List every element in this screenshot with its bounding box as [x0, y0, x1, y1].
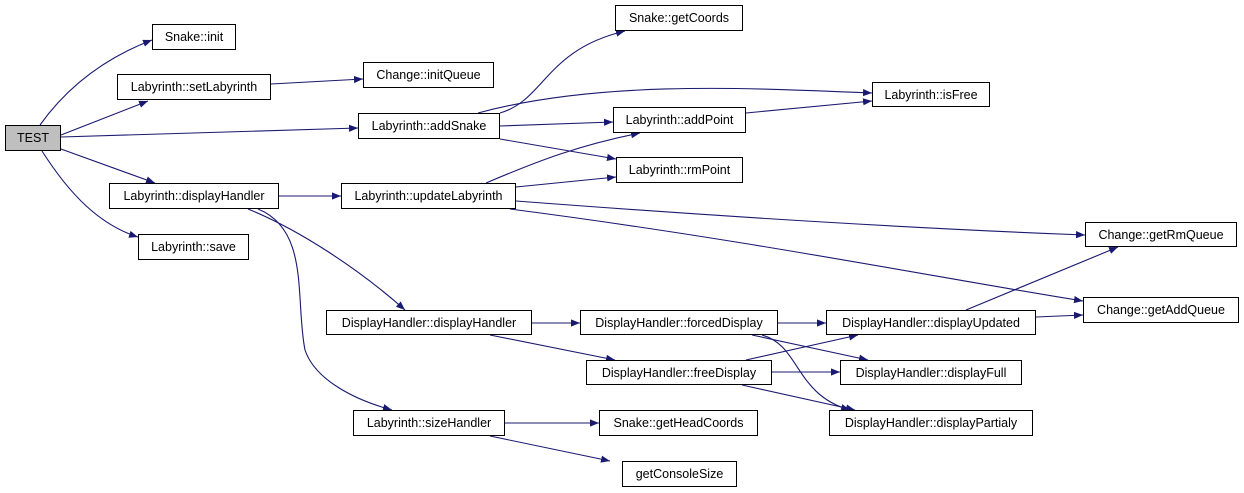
node-lab-sizeHandler[interactable]: Labyrinth::sizeHandler — [353, 410, 505, 436]
node-label: Labyrinth::addPoint — [625, 113, 734, 127]
edge-dh-forcedDisplay-to-dh-displayFull — [751, 334, 869, 362]
edge-lab-setLabyrinth-to-change-initQueue — [270, 75, 364, 85]
node-label: Change::initQueue — [376, 68, 481, 82]
node-dh-displayPartialy[interactable]: DisplayHandler::displayPartialy — [829, 410, 1033, 436]
edge-lab-addSnake-to-snake-getCoords — [499, 29, 626, 114]
edge-dh-forcedDisplay-to-dh-displayPartialy — [761, 334, 851, 412]
node-lab-displayHandler[interactable]: Labyrinth::displayHandler — [109, 183, 279, 209]
node-change-initQueue[interactable]: Change::initQueue — [363, 62, 494, 88]
node-label: Snake::getCoords — [628, 11, 730, 25]
node-label: DisplayHandler::forcedDisplay — [595, 315, 763, 330]
edge-dh-displayUpdated-to-change-getRmQueue — [965, 246, 1119, 311]
node-lab-updateLabyrinth[interactable]: Labyrinth::updateLabyrinth — [341, 183, 516, 209]
edge-test-to-lab-displayHandler — [60, 148, 156, 184]
node-lab-addSnake[interactable]: Labyrinth::addSnake — [358, 113, 500, 139]
edge-test-to-lab-addSnake — [60, 124, 359, 138]
node-label: Labyrinth::save — [151, 240, 236, 254]
node-dh-displayUpdated[interactable]: DisplayHandler::displayUpdated — [826, 310, 1036, 335]
node-label: Labyrinth::setLabyrinth — [130, 80, 258, 94]
node-label: Change::getAddQueue — [1097, 303, 1225, 317]
edge-dh-freeDisplay-to-dh-displayPartialy — [741, 384, 856, 412]
edge-lab-updateLabyrinth-to-change-getAddQueue — [509, 208, 1084, 304]
node-label: Labyrinth::rmPoint — [628, 163, 731, 177]
node-lab-setLabyrinth[interactable]: Labyrinth::setLabyrinth — [117, 74, 271, 100]
node-label: DisplayHandler::freeDisplay — [601, 365, 757, 380]
node-label: getConsoleSize — [635, 467, 724, 481]
node-lab-save[interactable]: Labyrinth::save — [138, 234, 249, 260]
node-label: Labyrinth::isFree — [884, 87, 978, 102]
edge-lab-addSnake-to-lab-rmPoint — [499, 138, 617, 162]
node-lab-isFree[interactable]: Labyrinth::isFree — [872, 82, 990, 107]
edge-lab-updateLabyrinth-to-lab-addPoint — [485, 131, 641, 184]
node-label: DisplayHandler::displayFull — [855, 365, 1007, 380]
edge-lab-addPoint-to-lab-isFree — [745, 98, 873, 114]
node-change-getAddQueue[interactable]: Change::getAddQueue — [1083, 297, 1239, 323]
node-label: DisplayHandler::displayPartialy — [844, 416, 1018, 430]
edge-test-to-snake-init — [39, 39, 153, 126]
node-label: Change::getRmQueue — [1098, 227, 1224, 242]
node-label: Snake::init — [164, 30, 224, 44]
node-label: DisplayHandler::displayUpdated — [842, 315, 1020, 330]
node-dh-displayFull[interactable]: DisplayHandler::displayFull — [840, 360, 1022, 385]
node-snake-getCoords[interactable]: Snake::getCoords — [615, 5, 743, 31]
node-snake-init[interactable]: Snake::init — [152, 24, 236, 50]
edge-test-to-lab-setLabyrinth — [60, 100, 149, 136]
node-change-getRmQueue[interactable]: Change::getRmQueue — [1085, 222, 1237, 247]
edge-lab-sizeHandler-to-getConsoleSize — [489, 435, 611, 463]
edge-lab-addSnake-to-lab-isFree — [477, 87, 873, 114]
node-dh-freeDisplay[interactable]: DisplayHandler::freeDisplay — [586, 360, 772, 385]
edge-dh-freeDisplay-to-dh-displayUpdated — [745, 333, 859, 361]
edge-lab-displayHandler-to-lab-sizeHandler — [257, 208, 393, 412]
node-getConsoleSize[interactable]: getConsoleSize — [622, 461, 737, 487]
edge-dh-displayUpdated-to-change-getAddQueue — [1035, 311, 1084, 319]
node-label: Labyrinth::displayHandler — [123, 189, 265, 203]
node-label: Labyrinth::updateLabyrinth — [354, 189, 503, 203]
edge-lab-addSnake-to-lab-addPoint — [499, 118, 614, 127]
node-lab-addPoint[interactable]: Labyrinth::addPoint — [613, 107, 746, 133]
node-label: TEST — [17, 131, 49, 145]
node-label: Labyrinth::addSnake — [371, 119, 487, 133]
node-test: TEST — [5, 125, 61, 151]
node-snake-getHeadCoords[interactable]: Snake::getHeadCoords — [599, 410, 758, 436]
node-label: Snake::getHeadCoords — [613, 416, 744, 430]
node-label: DisplayHandler::displayHandler — [341, 315, 517, 330]
node-label: Labyrinth::sizeHandler — [366, 416, 492, 430]
edge-lab-updateLabyrinth-to-lab-rmPoint — [515, 174, 617, 188]
node-dh-forcedDisplay[interactable]: DisplayHandler::forcedDisplay — [580, 310, 778, 335]
node-dh-displayHandler[interactable]: DisplayHandler::displayHandler — [326, 310, 532, 335]
edge-dh-displayHandler-to-dh-freeDisplay — [489, 334, 616, 362]
node-lab-rmPoint[interactable]: Labyrinth::rmPoint — [616, 157, 743, 183]
edge-test-to-lab-save — [41, 150, 139, 238]
edge-lab-updateLabyrinth-to-change-getRmQueue — [515, 200, 1086, 239]
edge-lab-displayHandler-to-dh-displayHandler — [247, 208, 406, 311]
